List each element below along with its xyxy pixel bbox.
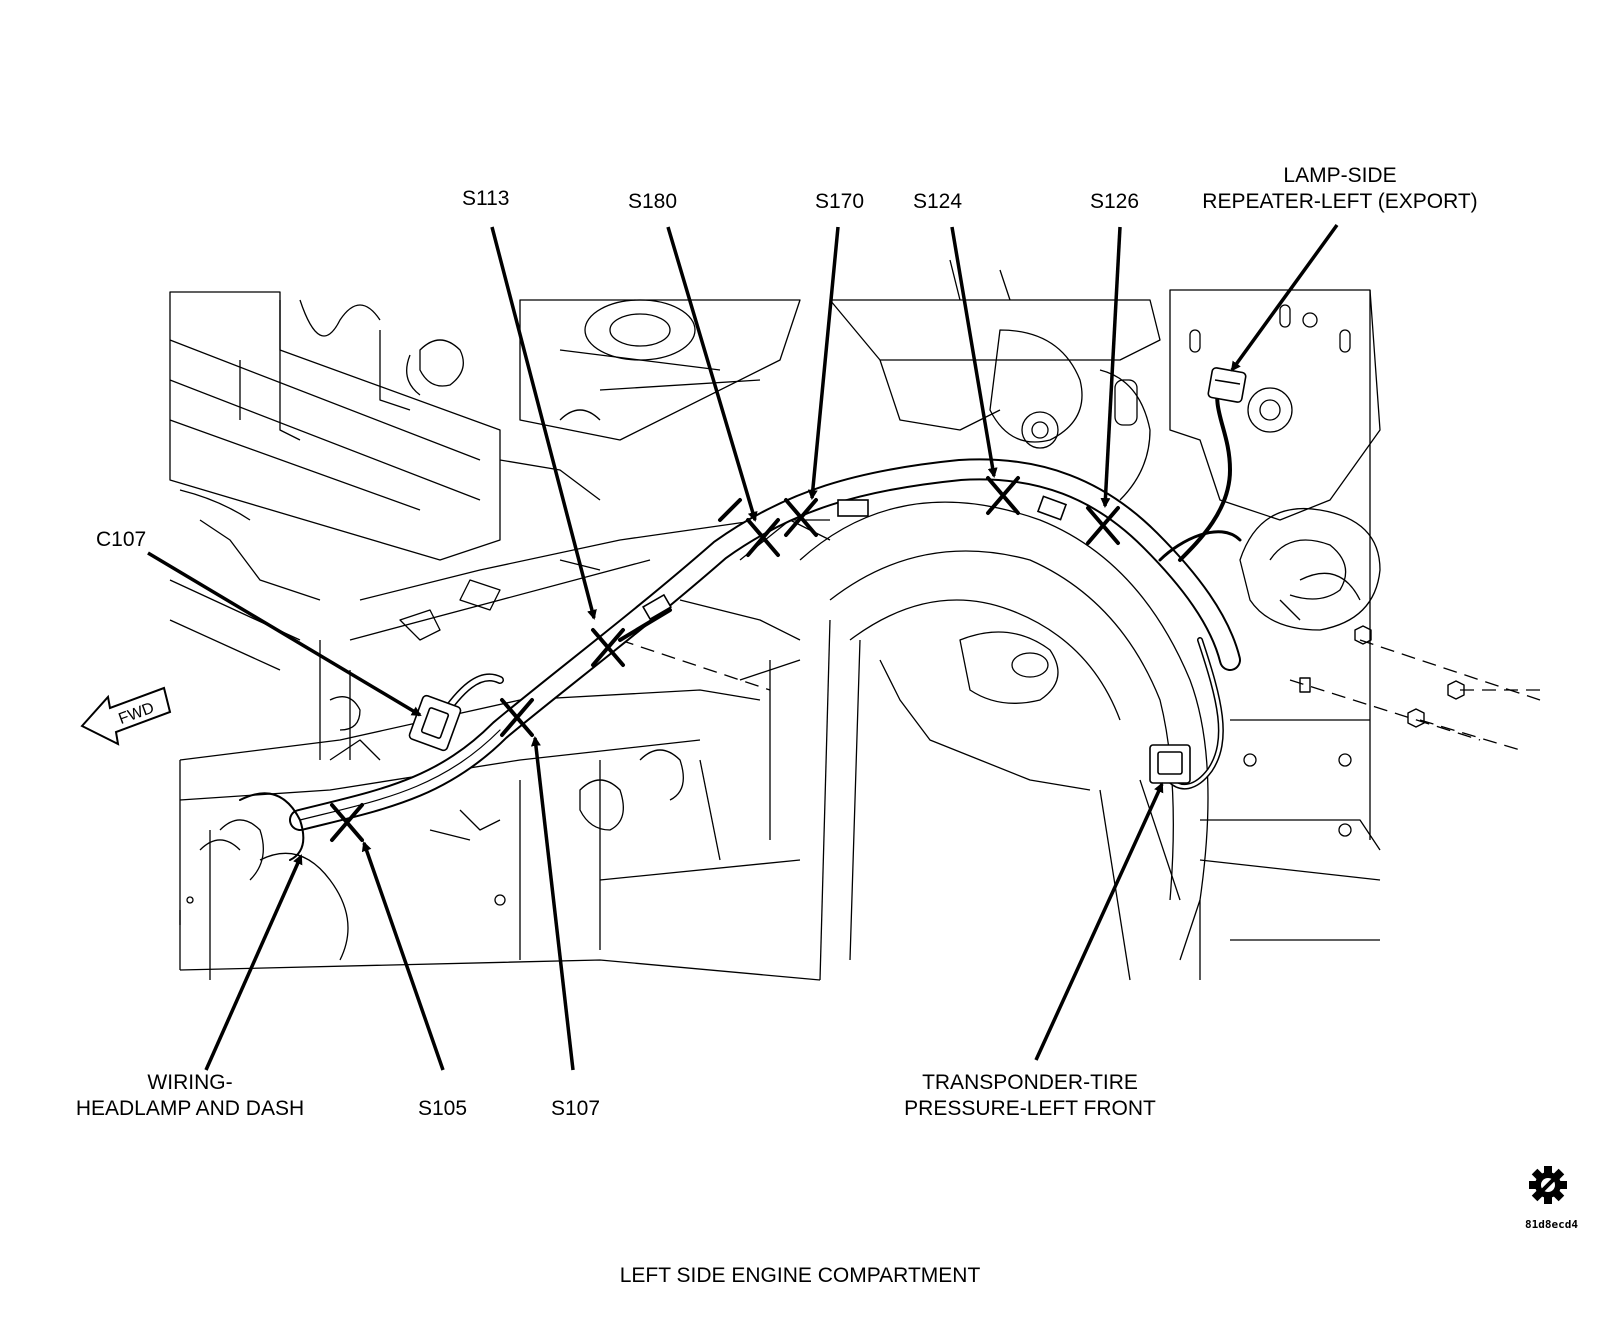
label-transponder-line2: PRESSURE-LEFT FRONT	[904, 1097, 1156, 1120]
label-s170: S170	[815, 190, 865, 213]
splice-x-s105	[330, 803, 364, 842]
splice-x-s107	[500, 698, 534, 737]
splice-x-s180	[746, 518, 780, 557]
label-wiring-line1: WIRING-	[147, 1071, 233, 1094]
leader-wiring	[204, 854, 303, 1071]
gear-icon	[1529, 1166, 1567, 1204]
leader-c107	[147, 551, 422, 717]
leader-s180	[666, 226, 758, 522]
label-s124: S124	[913, 190, 963, 213]
splice-x-s170	[784, 498, 818, 537]
leader-s170	[807, 226, 840, 500]
label-s180: S180	[628, 190, 678, 213]
wiring-harness	[239, 378, 1242, 861]
forward-arrow: FWD	[80, 686, 172, 746]
label-s105: S105	[418, 1097, 468, 1120]
leader-s105	[361, 841, 445, 1071]
splice-x-s113	[591, 628, 625, 667]
label-lamp-side-line2: REPEATER-LEFT (EXPORT)	[1202, 190, 1478, 213]
label-s126: S126	[1090, 190, 1140, 213]
splice-x-s126	[1086, 506, 1120, 545]
leader-s107	[530, 736, 575, 1071]
leader-s113	[490, 226, 597, 620]
label-s113: S113	[462, 187, 510, 210]
leader-lamp-side	[1230, 223, 1339, 372]
label-c107: C107	[96, 528, 147, 551]
lamp-side-repeater-connector	[1207, 367, 1247, 403]
label-transponder-line1: TRANSPONDER-TIRE	[922, 1071, 1138, 1094]
leader-s126	[1100, 226, 1122, 508]
transponder-connector	[1149, 744, 1191, 784]
splice-marks	[330, 476, 1120, 842]
leader-transponder	[1034, 782, 1164, 1061]
connectors	[408, 367, 1247, 784]
label-wiring-line2: HEADLAMP AND DASH	[75, 1097, 305, 1120]
diagram-caption: LEFT SIDE ENGINE COMPARTMENT	[619, 1264, 981, 1287]
label-lamp-side-line1: LAMP-SIDE	[1283, 164, 1397, 187]
harness-clip	[642, 495, 1068, 621]
leader-lines	[147, 223, 1339, 1071]
splice-x-s124	[986, 476, 1020, 515]
leader-s124	[950, 226, 998, 478]
c107-connector	[408, 694, 462, 752]
image-code: 81d8ecd4	[1525, 1218, 1578, 1231]
body-structure	[169, 259, 1541, 981]
label-s107: S107	[551, 1097, 601, 1120]
